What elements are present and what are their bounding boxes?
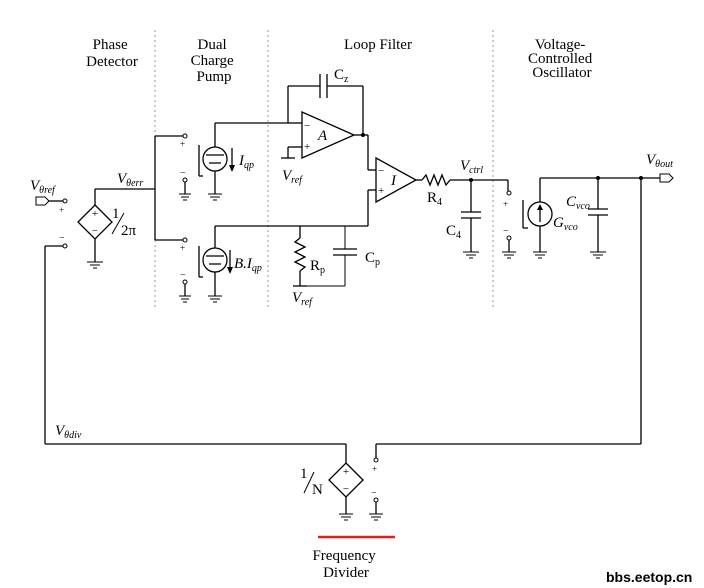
loop-filter-title: Loop Filter (344, 37, 412, 53)
cp-label: Cp (365, 250, 380, 268)
ground-symbol (179, 295, 191, 303)
phase-gain-denominator: 2π (121, 223, 137, 239)
rp-label: Rp (310, 258, 325, 276)
cvco-label: Cvco (566, 194, 590, 212)
ground-symbol (502, 251, 516, 259)
phase-detector-block: + − + − 1 2π Vθerr Vθref (30, 171, 155, 269)
vctrl-label: Vctrl (460, 158, 483, 176)
biqp-label: B.Iqp (234, 256, 262, 274)
ground-symbol (179, 193, 191, 201)
cz-label: Cz (334, 67, 349, 85)
opamp-a (301, 111, 356, 159)
charge-pump-block: + + − − Iqp (154, 122, 368, 303)
ground-symbol (87, 261, 103, 269)
svg-text:+: + (343, 466, 349, 478)
vco-title: Voltage- Controlled Oscillator (528, 37, 596, 81)
divider-gain-numerator: 1 (300, 466, 308, 482)
svg-text:−: − (503, 226, 509, 237)
svg-text:−: − (343, 483, 349, 495)
vtheta-ref-label: Vθref (30, 178, 56, 196)
gvco-label: Gvco (553, 215, 578, 233)
vref-a-label: Vref (282, 168, 303, 186)
opamp-i-label: I (390, 173, 397, 189)
ground-symbol (533, 251, 547, 259)
svg-text:+: + (503, 199, 508, 209)
vtheta-div-label: Vθdiv (55, 423, 82, 441)
divider-gain-denominator: N (312, 482, 323, 498)
feedback-block: + − + − 1 N Vθdiv (44, 178, 642, 521)
minus-sign: − (59, 233, 65, 244)
vco-block: + − Gvco Cvco (502, 152, 674, 259)
svg-text:−: − (180, 270, 186, 281)
iqp-label: Iqp (238, 153, 254, 171)
svg-text:−: − (180, 168, 186, 179)
c4-label: C4 (446, 223, 461, 241)
current-source-iqp (202, 146, 228, 172)
svg-text:−: − (92, 225, 98, 237)
opamp-i (375, 156, 418, 204)
ground-symbol (463, 251, 479, 259)
ground-symbol (208, 193, 222, 201)
vref-rp-label: Vref (292, 290, 313, 308)
ground-symbol (339, 513, 353, 521)
watermark: bbs.eetop.cn (606, 569, 692, 585)
frequency-divider-title: Frequency Divider (312, 548, 379, 581)
svg-text:−: − (304, 120, 310, 132)
resistor-r4 (421, 173, 451, 187)
svg-text:−: − (371, 488, 377, 499)
plus-sign: + (59, 205, 64, 215)
svg-text:+: + (378, 185, 384, 197)
svg-text:+: + (180, 139, 185, 149)
svg-text:+: + (180, 243, 185, 253)
loop-filter-block: Cz − + A Vref − + I Rp Vref Cp (281, 67, 506, 308)
ground-symbol (208, 295, 222, 303)
ground-symbol (590, 251, 606, 259)
charge-pump-title: Dual Charge Pump (191, 37, 238, 85)
svg-text:+: + (92, 208, 98, 220)
current-source-biqp (202, 247, 228, 273)
vtheta-out-label: Vθout (646, 152, 673, 170)
vtheta-ref-port (35, 196, 50, 206)
svg-text:+: + (304, 141, 310, 153)
vtheta-err-label: Vθerr (117, 171, 143, 189)
svg-text:+: + (372, 464, 377, 474)
opamp-a-label: A (317, 128, 328, 144)
svg-text:−: − (378, 165, 384, 177)
ground-symbol (369, 513, 383, 521)
r4-label: R4 (427, 190, 442, 208)
vtheta-out-port (659, 173, 674, 183)
resistor-rp (293, 237, 307, 272)
phase-gain-numerator: 1 (112, 206, 120, 222)
phase-detector-title: Phase Detector (86, 37, 138, 70)
